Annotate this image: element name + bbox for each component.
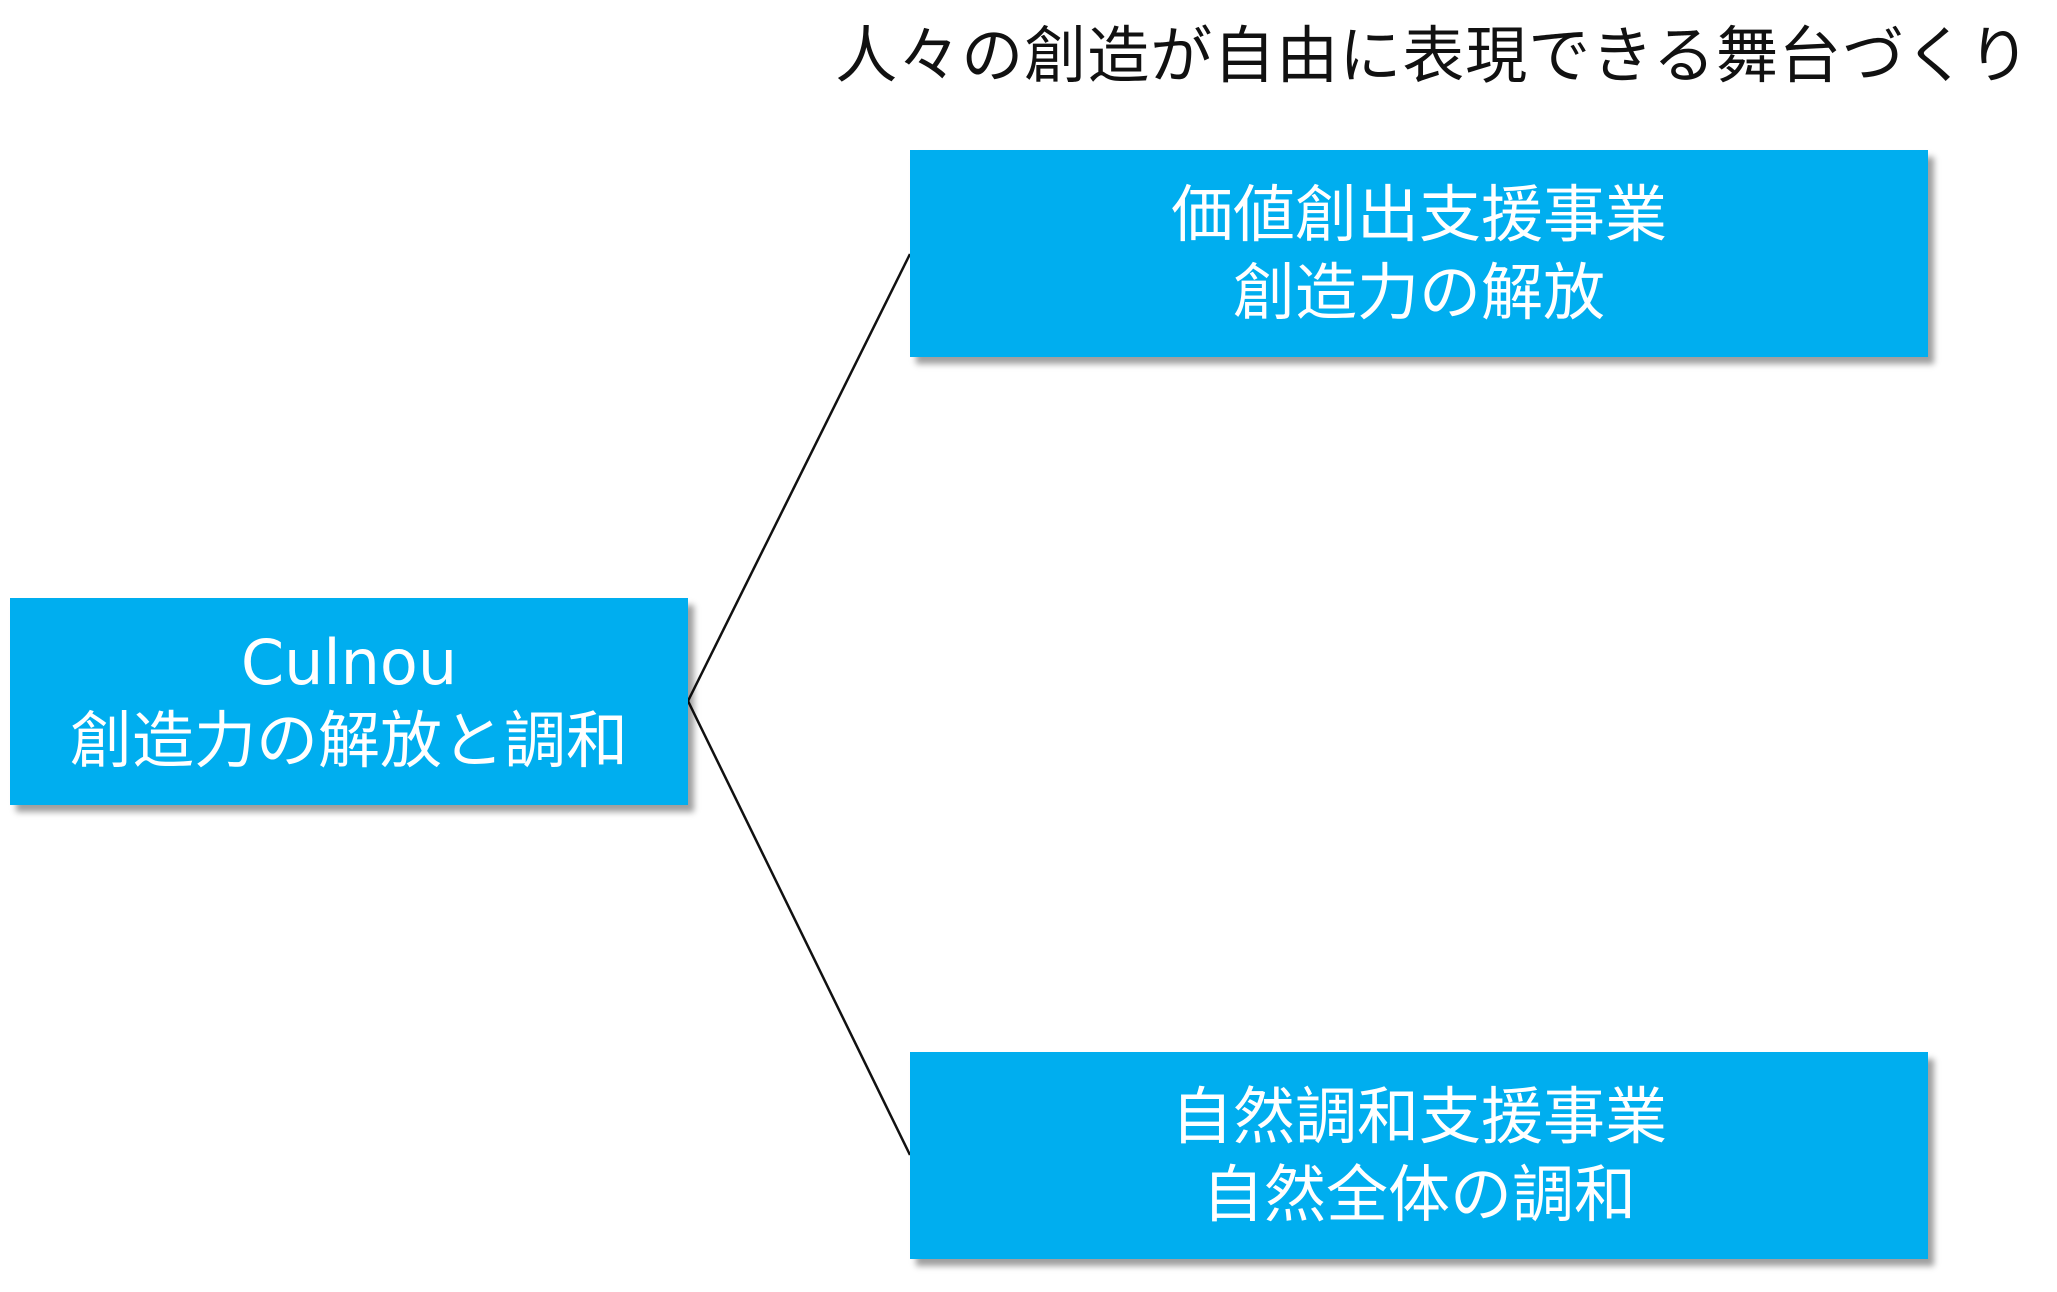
root-node-subtitle: 創造力の解放と調和 (69, 703, 628, 777)
root-node-title: Culnou (240, 625, 458, 699)
branch-node-subtitle: 自然全体の調和 (1201, 1157, 1636, 1231)
branch-node-subtitle: 創造力の解放 (1232, 255, 1605, 329)
branch-node-value-creation: 価値創出支援事業 創造力の解放 (910, 150, 1928, 357)
branch-node-title: 自然調和支援事業 (1170, 1079, 1667, 1153)
root-node: Culnou 創造力の解放と調和 (10, 598, 688, 805)
connector-line-top (686, 253, 912, 702)
tagline: 人々の創造が自由に表現できる舞台づくり (835, 19, 2031, 92)
branch-node-title: 価値創出支援事業 (1170, 177, 1667, 251)
connector-line-bottom (686, 700, 912, 1156)
branch-node-nature-harmony: 自然調和支援事業 自然全体の調和 (910, 1052, 1928, 1259)
